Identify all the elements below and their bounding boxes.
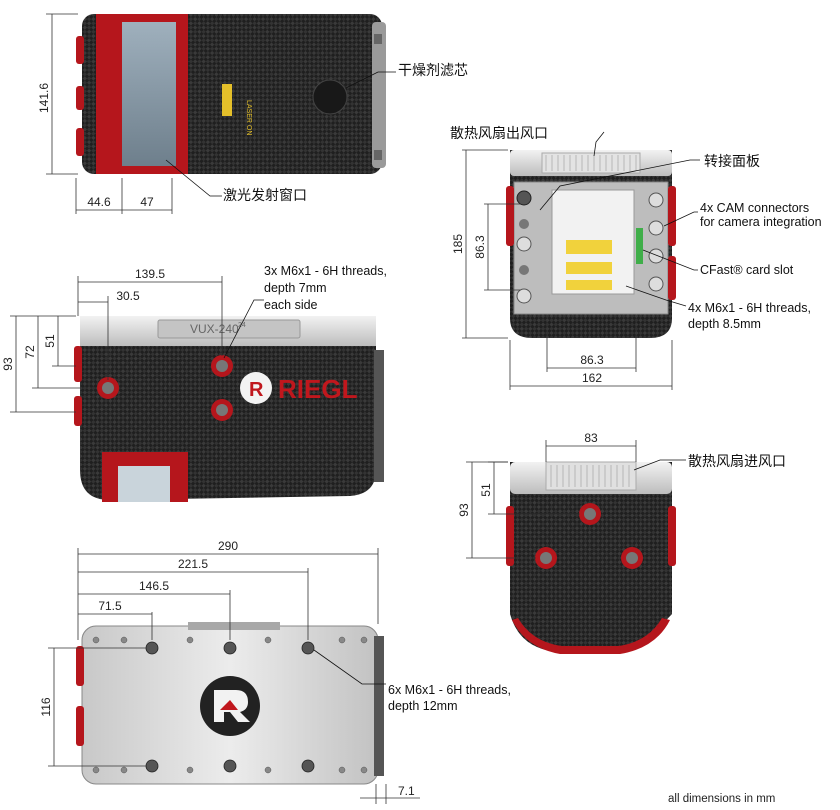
dim-top-w2: 47 [140, 195, 154, 209]
dim-side-h3: 51 [43, 334, 57, 348]
label-laser-window: 激光发射窗口 [223, 187, 307, 204]
dim-bottom-h: 116 [39, 697, 53, 716]
dim-back-height: 185 [451, 234, 465, 254]
fan-outlet-grille [541, 152, 641, 174]
label-threads-back-2: depth 8.5mm [688, 317, 761, 331]
dim-bottom-small: 7.1 [398, 784, 415, 798]
model-plate-text: VUX-240 [190, 322, 239, 336]
label-fan-outlet: 散热风扇出风口 [450, 126, 548, 142]
dim-bottom-w3: 146.5 [139, 579, 169, 593]
label-cam-connectors-1: 4x CAM connectors [700, 201, 809, 215]
label-threads-side-2: depth 7mm [264, 281, 327, 295]
desiccant-cartridge [312, 79, 348, 115]
label-desiccant: 干燥剂滤芯 [398, 63, 468, 79]
bottom-view [76, 622, 384, 785]
top-view-end-cap [372, 22, 386, 168]
riegl-logo-side [240, 372, 272, 404]
label-cfast-slot: CFast® card slot [700, 263, 794, 277]
dim-bottom-w-total: 290 [218, 539, 238, 553]
label-threads-back-1: 4x M6x1 - 6H threads, [688, 301, 811, 315]
laser-on-label: LASER ON [245, 100, 252, 135]
cfast-slot [636, 228, 643, 264]
dim-side-h2: 72 [23, 345, 37, 359]
dim-back-w: 162 [582, 371, 602, 385]
top-view: LASER ON [76, 14, 386, 174]
riegl-brand-side: RIEGL [278, 374, 358, 404]
back-view [506, 150, 676, 338]
model-plate-sup: 24 [238, 322, 246, 329]
fan-inlet-grille [545, 461, 637, 491]
dim-back-h2: 86.3 [473, 235, 487, 259]
footer-note: all dimensions in mm [668, 793, 775, 805]
dim-side-w2: 30.5 [116, 289, 140, 303]
side-view-dimensions: 139.5 30.5 93 72 51 [1, 267, 223, 413]
dim-side-w1: 139.5 [135, 267, 165, 281]
front-view-body [510, 462, 672, 652]
label-cam-connectors-2: for camera integration [700, 215, 822, 229]
dim-side-h1: 93 [1, 357, 15, 371]
label-adapter-panel: 转接面板 [704, 153, 760, 170]
dim-bottom-w4: 71.5 [98, 599, 122, 613]
laser-warning-sticker [222, 84, 232, 116]
label-threads-bottom-1: 6x M6x1 - 6H threads, [388, 683, 511, 697]
dim-front-h2: 93 [457, 503, 471, 517]
label-threads-side-3: each side [264, 298, 318, 312]
dim-top-height: 141.6 [37, 83, 51, 113]
label-fan-inlet: 散热风扇进风口 [688, 454, 786, 470]
bottom-view-dimensions: 290 221.5 146.5 71.5 116 7.1 [39, 539, 420, 804]
dim-front-w: 83 [584, 431, 598, 445]
front-view [506, 461, 676, 654]
label-threads-side-1: 3x M6x1 - 6H threads, [264, 264, 387, 278]
side-view: VUX-240 24 R RIEGL [74, 316, 384, 502]
dim-front-h1: 51 [479, 483, 493, 497]
laser-window [122, 22, 176, 166]
top-view-dimensions: 141.6 44.6 47 [37, 13, 173, 214]
front-view-dimensions: 83 51 93 [457, 431, 637, 559]
svg-text:R: R [249, 379, 264, 401]
dim-top-w1: 44.6 [87, 195, 111, 209]
label-threads-bottom-2: depth 12mm [388, 699, 457, 713]
back-view-dimensions: 185 86.3 86.3 162 [451, 149, 673, 390]
dim-back-w-inner: 86.3 [580, 353, 604, 367]
dim-bottom-w2: 221.5 [178, 557, 208, 571]
